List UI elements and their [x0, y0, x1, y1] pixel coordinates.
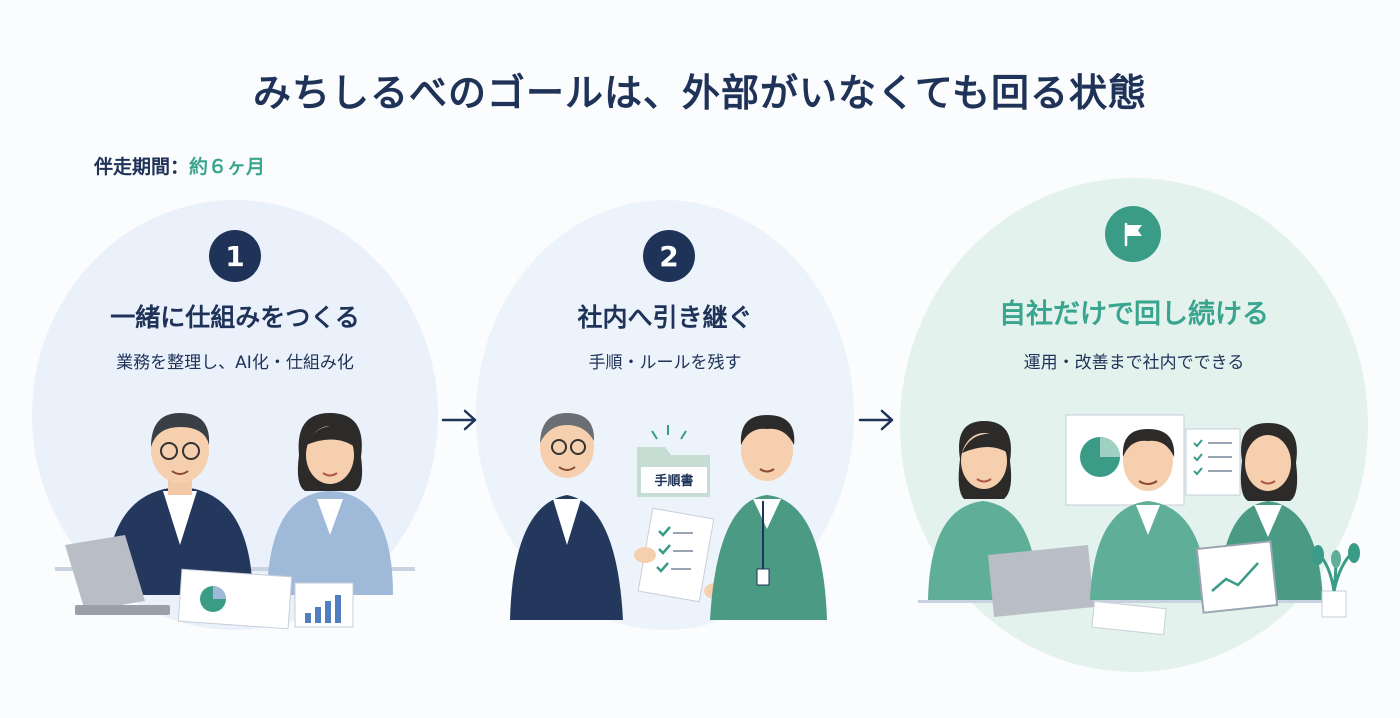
arrow-icon	[441, 409, 477, 431]
step-2-subtext: 手順・ルールを残す	[588, 353, 742, 373]
step-1-illustration	[55, 413, 415, 630]
period-value: 約６ヶ月	[189, 156, 266, 178]
period-label: 伴走期間：	[94, 156, 190, 178]
flag-icon	[1124, 222, 1142, 247]
period-line: 伴走期間：約６ヶ月	[94, 152, 265, 179]
step-2-badge: 2	[643, 230, 695, 282]
arrow-icon	[858, 409, 894, 431]
step-1-heading: 一緒に仕組みをつくる	[110, 303, 360, 332]
step-2-illustration: 手順書	[510, 413, 827, 620]
page-title: みちしるべのゴールは、外部がいなくても回る状態	[253, 71, 1147, 115]
step-3-heading: 自社だけで回し続ける	[999, 299, 1269, 330]
step-1-badge: 1	[209, 230, 261, 282]
step-2-heading: 社内へ引き継ぐ	[577, 303, 753, 332]
step-3-badge	[1105, 206, 1161, 262]
procedure-doc-label: 手順書	[654, 473, 693, 489]
step-3-illustration	[918, 414, 1360, 635]
step-1-subtext: 業務を整理し、AI化・仕組み化	[116, 353, 354, 373]
step-3-subtext: 運用・改善まで社内でできる	[1023, 353, 1245, 373]
